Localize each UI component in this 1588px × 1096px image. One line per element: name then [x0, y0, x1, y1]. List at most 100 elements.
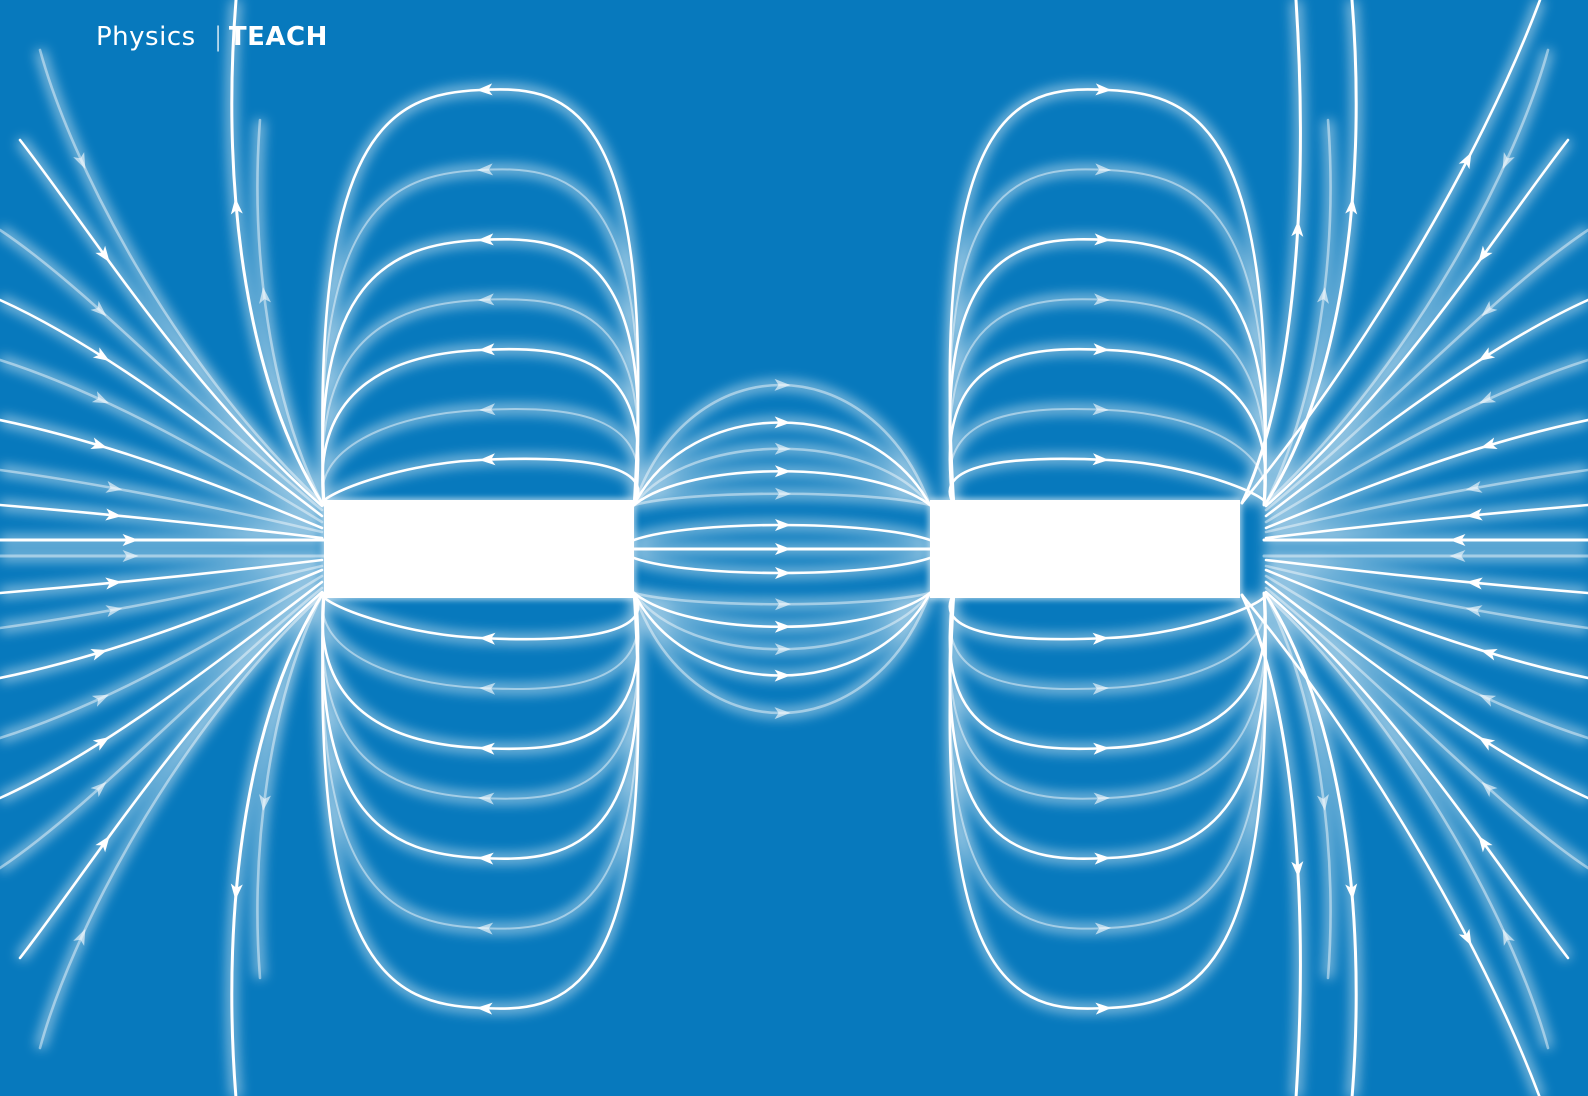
field-arrow — [774, 442, 791, 455]
field-line — [256, 593, 324, 980]
field-line-glow — [1261, 592, 1336, 979]
field-arrow — [1481, 300, 1498, 317]
field-arrow — [774, 620, 791, 633]
field-arrow — [1502, 152, 1515, 170]
field-arrow — [774, 669, 791, 682]
field-arrow — [105, 577, 122, 590]
field-line — [1264, 593, 1332, 980]
field-line — [0, 298, 324, 518]
field-arrow — [478, 343, 495, 356]
brand-suffix: TEACH — [228, 22, 328, 52]
field-line — [1264, 574, 1588, 740]
field-line — [1264, 298, 1588, 518]
field-arrow — [478, 742, 495, 755]
field-arrow — [73, 928, 86, 946]
field-arrow — [774, 598, 791, 611]
field-line-glow — [1263, 571, 1588, 743]
field-arrow — [1449, 550, 1466, 562]
field-arrow — [476, 163, 494, 176]
field-line — [1264, 118, 1332, 505]
field-arrow — [91, 391, 109, 404]
field-line — [256, 118, 324, 505]
field-line-glow — [35, 48, 326, 507]
field-line — [1240, 0, 1542, 505]
field-line — [1264, 468, 1588, 534]
field-arrow — [1478, 347, 1496, 362]
field-arrow — [1291, 861, 1304, 878]
field-line — [1264, 138, 1570, 508]
field-line-glow — [0, 465, 324, 537]
field-arrow — [1092, 453, 1109, 466]
field-line-glow — [1261, 119, 1336, 506]
field-arrow — [477, 852, 494, 865]
field-arrow — [1092, 682, 1109, 695]
field-arrow — [774, 567, 791, 580]
field-line-glow — [1262, 584, 1588, 873]
field-arrow — [476, 922, 494, 935]
field-arrow — [1317, 287, 1329, 304]
field-arrow — [1465, 480, 1483, 493]
field-arrow — [1479, 694, 1497, 707]
field-arrow — [1466, 508, 1483, 521]
field-arrow — [476, 83, 493, 96]
field-arrow — [259, 794, 271, 811]
field-line — [0, 564, 324, 630]
field-arrow — [1478, 736, 1496, 751]
field-arrow — [1480, 648, 1498, 661]
field-line — [0, 418, 324, 530]
field-arrow — [775, 543, 791, 555]
field-arrow — [1094, 852, 1111, 865]
field-arrow — [1345, 883, 1358, 900]
field-arrow — [105, 605, 123, 618]
field-arrow — [1093, 293, 1110, 306]
field-arrow — [1466, 577, 1483, 590]
field-line — [1264, 580, 1588, 800]
magnet-left-body — [324, 500, 634, 598]
field-arrow — [478, 293, 495, 306]
field-line — [0, 468, 324, 534]
field-line-glow — [1264, 561, 1588, 633]
field-arrow — [1478, 835, 1493, 853]
field-line — [1264, 48, 1550, 505]
field-line — [1264, 593, 1550, 1050]
field-arrow — [105, 480, 123, 493]
field-line — [1264, 593, 1358, 1096]
field-line — [0, 358, 324, 524]
field-line — [1264, 358, 1588, 524]
field-line-glow — [0, 225, 326, 514]
field-arrow — [1458, 152, 1472, 170]
field-line-glow — [1262, 591, 1553, 1050]
field-arrow — [1095, 1002, 1112, 1015]
field-arrow — [774, 487, 791, 500]
field-line-glow — [1262, 225, 1588, 514]
field-arrow — [259, 287, 271, 304]
field-arrow — [1479, 391, 1497, 404]
field-line — [0, 580, 324, 800]
field-line — [0, 503, 324, 540]
field-arrow — [479, 682, 496, 695]
field-arrow — [92, 347, 110, 362]
field-line — [0, 574, 324, 740]
field-arrow — [774, 416, 791, 429]
field-line-glow — [252, 119, 327, 506]
field-arrow — [95, 245, 110, 263]
field-line-glow — [0, 561, 324, 633]
field-arrow — [1095, 83, 1112, 96]
field-line-glow — [0, 584, 326, 873]
field-arrow — [478, 792, 495, 805]
field-line — [1264, 228, 1588, 512]
field-arrow — [479, 453, 496, 466]
field-line — [1264, 590, 1570, 960]
field-arrow — [1481, 781, 1498, 798]
field-arrow — [1317, 794, 1329, 811]
field-arrow — [122, 550, 139, 562]
field-arrow — [90, 781, 107, 798]
field-arrow — [1345, 198, 1358, 215]
field-arrows-layer — [73, 83, 1515, 1015]
field-line — [18, 138, 324, 508]
magnets — [322, 498, 1242, 600]
field-line-glow — [35, 591, 326, 1050]
field-arrow — [1093, 792, 1110, 805]
field-line-glow — [1262, 48, 1553, 507]
